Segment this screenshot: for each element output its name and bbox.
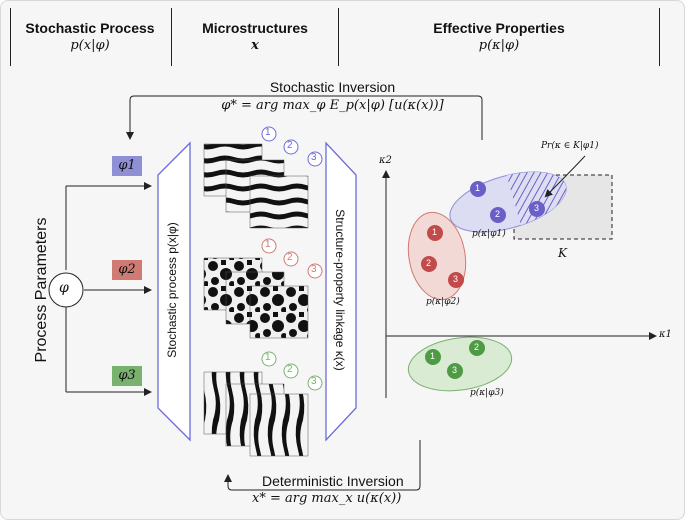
microstructure-stack-3: [203, 371, 309, 457]
cluster-point-number: 3: [534, 203, 540, 213]
stochastic-inversion-label: Stochastic Inversion: [269, 79, 396, 95]
stochastic-process-label: Stochastic process p(x|φ): [165, 222, 179, 358]
header-divider: [338, 8, 339, 66]
header-stochastic-process: Stochastic Process p(x|φ): [10, 4, 170, 66]
cluster-3-point: [425, 349, 441, 365]
sample-number: 3: [311, 152, 317, 163]
header-divider: [659, 8, 660, 66]
header-title: Stochastic Process: [25, 20, 155, 36]
param-label: φ3: [118, 368, 136, 383]
linkage-label: Structure-property linkage κ(x): [333, 209, 347, 371]
cluster-point-number: 2: [495, 209, 501, 219]
sample-number-circle: [307, 375, 323, 391]
deterministic-inversion-arrow: [224, 440, 421, 491]
phi-node: [48, 272, 84, 308]
x-axis-label: κ1: [659, 329, 672, 340]
cluster-1-point: [490, 207, 506, 223]
cluster-point-number: 1: [432, 227, 438, 237]
sample-number-circle: [261, 238, 277, 254]
header-subtitle: p(κ|φ): [478, 38, 520, 53]
header-title: Effective Properties: [433, 20, 565, 36]
sample-number: 2: [287, 364, 293, 375]
cluster-point-number: 1: [430, 351, 436, 361]
sample-number-circle: [261, 126, 277, 142]
stochastic-inversion-formula: φ* = arg max_φ E_p(x|φ) [u(κ(x))]: [221, 98, 444, 113]
sample-number-circle: [261, 351, 277, 367]
header-title: Microstructures: [202, 20, 308, 36]
deterministic-inversion-formula: x* = arg max_x u(κ(x)): [252, 491, 402, 506]
sample-number: 2: [287, 140, 293, 151]
y-axis-label: κ2: [379, 155, 392, 166]
cluster-3-point: [469, 340, 485, 356]
header-effective-properties: Effective Properties p(κ|φ): [340, 4, 658, 66]
cluster-2-point: [421, 256, 437, 272]
cluster-point-number: 3: [453, 274, 459, 284]
sample-number: 3: [311, 376, 317, 387]
sample-number-circle: [307, 263, 323, 279]
param-label: φ1: [118, 158, 136, 173]
header-divider: [171, 8, 172, 66]
sample-number: 1: [265, 352, 271, 363]
cluster-3-point: [447, 363, 463, 379]
param-label: φ2: [118, 262, 136, 277]
sample-number-circle: [283, 139, 299, 155]
phi-node-label: φ: [59, 280, 69, 296]
cluster-point-number: 3: [452, 365, 458, 375]
probability-annotation-arrow: [544, 155, 586, 198]
cluster-2-label: p(κ|φ2): [426, 297, 460, 307]
sample-number-circle: [307, 151, 323, 167]
stochastic-inversion-arrow: [126, 95, 483, 140]
sample-number-circle: [283, 363, 299, 379]
sample-number: 1: [265, 127, 271, 138]
linkage-trapezoid: [325, 141, 357, 442]
cluster-point-number: 2: [426, 258, 432, 268]
cluster-1-point: [470, 181, 486, 197]
deterministic-inversion-label: Deterministic Inversion: [262, 473, 404, 489]
sample-number-circle: [283, 251, 299, 267]
header-subtitle: x: [251, 38, 259, 53]
sample-number: 3: [311, 264, 317, 275]
param-box-fill: [112, 260, 142, 280]
cluster-3-label: p(κ|φ3): [470, 388, 504, 398]
param-box-fill: [112, 156, 142, 176]
header-microstructures: Microstructures x: [172, 4, 338, 66]
stochastic-process-trapezoid: [157, 141, 191, 442]
sample-number: 2: [287, 252, 293, 263]
probability-annotation: Pr(κ ∈ K|φ1): [541, 141, 599, 151]
param-box-fill: [112, 366, 142, 386]
microstructure-stack-1: [203, 143, 309, 229]
process-parameters-label: Process Parameters: [33, 217, 50, 363]
cluster-1-label: p(κ|φ1): [472, 229, 506, 239]
target-region-label: K: [558, 246, 567, 260]
header-divider: [10, 8, 11, 66]
sample-number: 1: [265, 239, 271, 250]
param-box-1: φ1: [112, 156, 142, 176]
microstructure-stack-2: [203, 257, 309, 339]
cluster-point-number: 1: [475, 183, 481, 193]
cluster-point-number: 2: [474, 342, 480, 352]
param-box-3: φ3: [112, 366, 142, 386]
param-box-2: φ2: [112, 260, 142, 280]
cluster-2-point: [427, 225, 443, 241]
header-subtitle: p(x|φ): [70, 38, 110, 53]
cluster-1-point: [529, 201, 545, 217]
cluster-2-point: [448, 272, 464, 288]
